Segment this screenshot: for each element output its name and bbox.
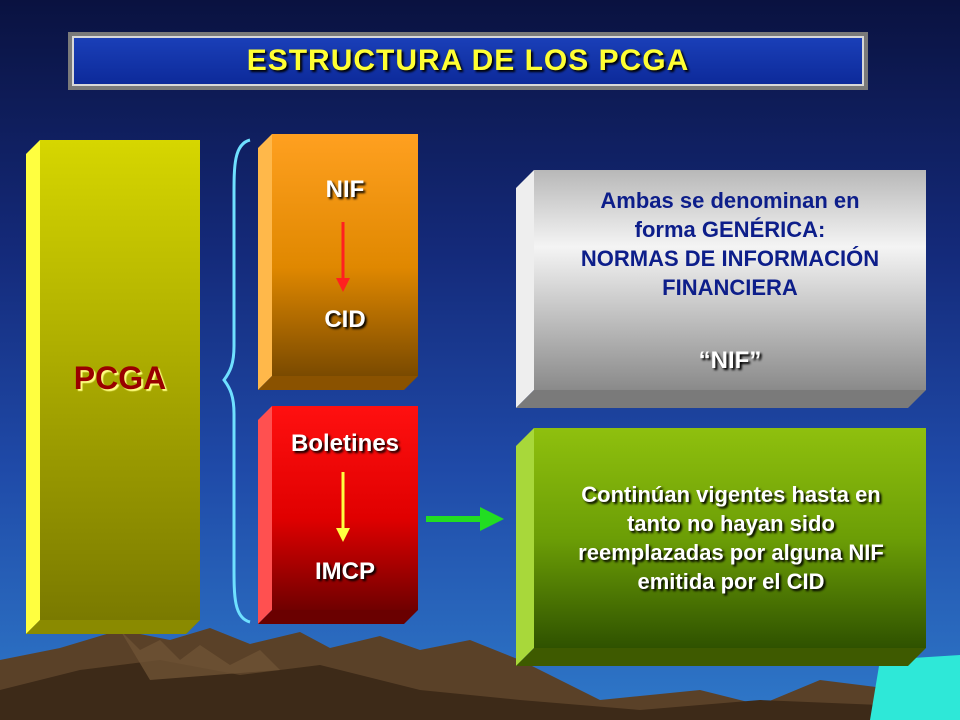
green-box-line: emitida por el CID (637, 569, 825, 594)
nif-block (258, 134, 418, 390)
gray-box-line: NORMAS DE INFORMACIÓN (580, 246, 880, 271)
gray-box-text: Ambas se denominan en forma GENÉRICA: NO… (534, 186, 926, 302)
cid-label: CID (324, 306, 366, 333)
nif-label: NIF (325, 176, 365, 203)
boletines-label: Boletines (290, 430, 400, 457)
title-banner: ESTRUCTURA DE LOS PCGA (68, 32, 868, 90)
yellow-down-arrow (336, 472, 350, 542)
curly-brace (222, 138, 251, 624)
gray-box-line: FINANCIERA (662, 275, 798, 300)
pcga-block (26, 140, 200, 634)
green-box (516, 428, 926, 666)
green-box-line: tanto no hayan sido (627, 511, 835, 536)
gray-box-line: forma GENÉRICA: (634, 217, 826, 242)
boletines-block (258, 406, 418, 624)
nif-quote: “NIF” (698, 347, 762, 374)
green-box-line: Continúan vigentes hasta en (581, 482, 881, 507)
green-box-line: reemplazadas por alguna NIF (578, 540, 884, 565)
green-right-arrow (426, 507, 504, 531)
page-title: ESTRUCTURA DE LOS PCGA (246, 44, 690, 77)
green-box-text: Continúan vigentes hasta en tanto no hay… (532, 480, 930, 596)
red-down-arrow (336, 222, 350, 292)
gray-box (516, 170, 926, 408)
pcga-label: PCGA (73, 360, 167, 396)
imcp-label: IMCP (315, 558, 375, 585)
gray-box-line: Ambas se denominan en (600, 188, 860, 213)
